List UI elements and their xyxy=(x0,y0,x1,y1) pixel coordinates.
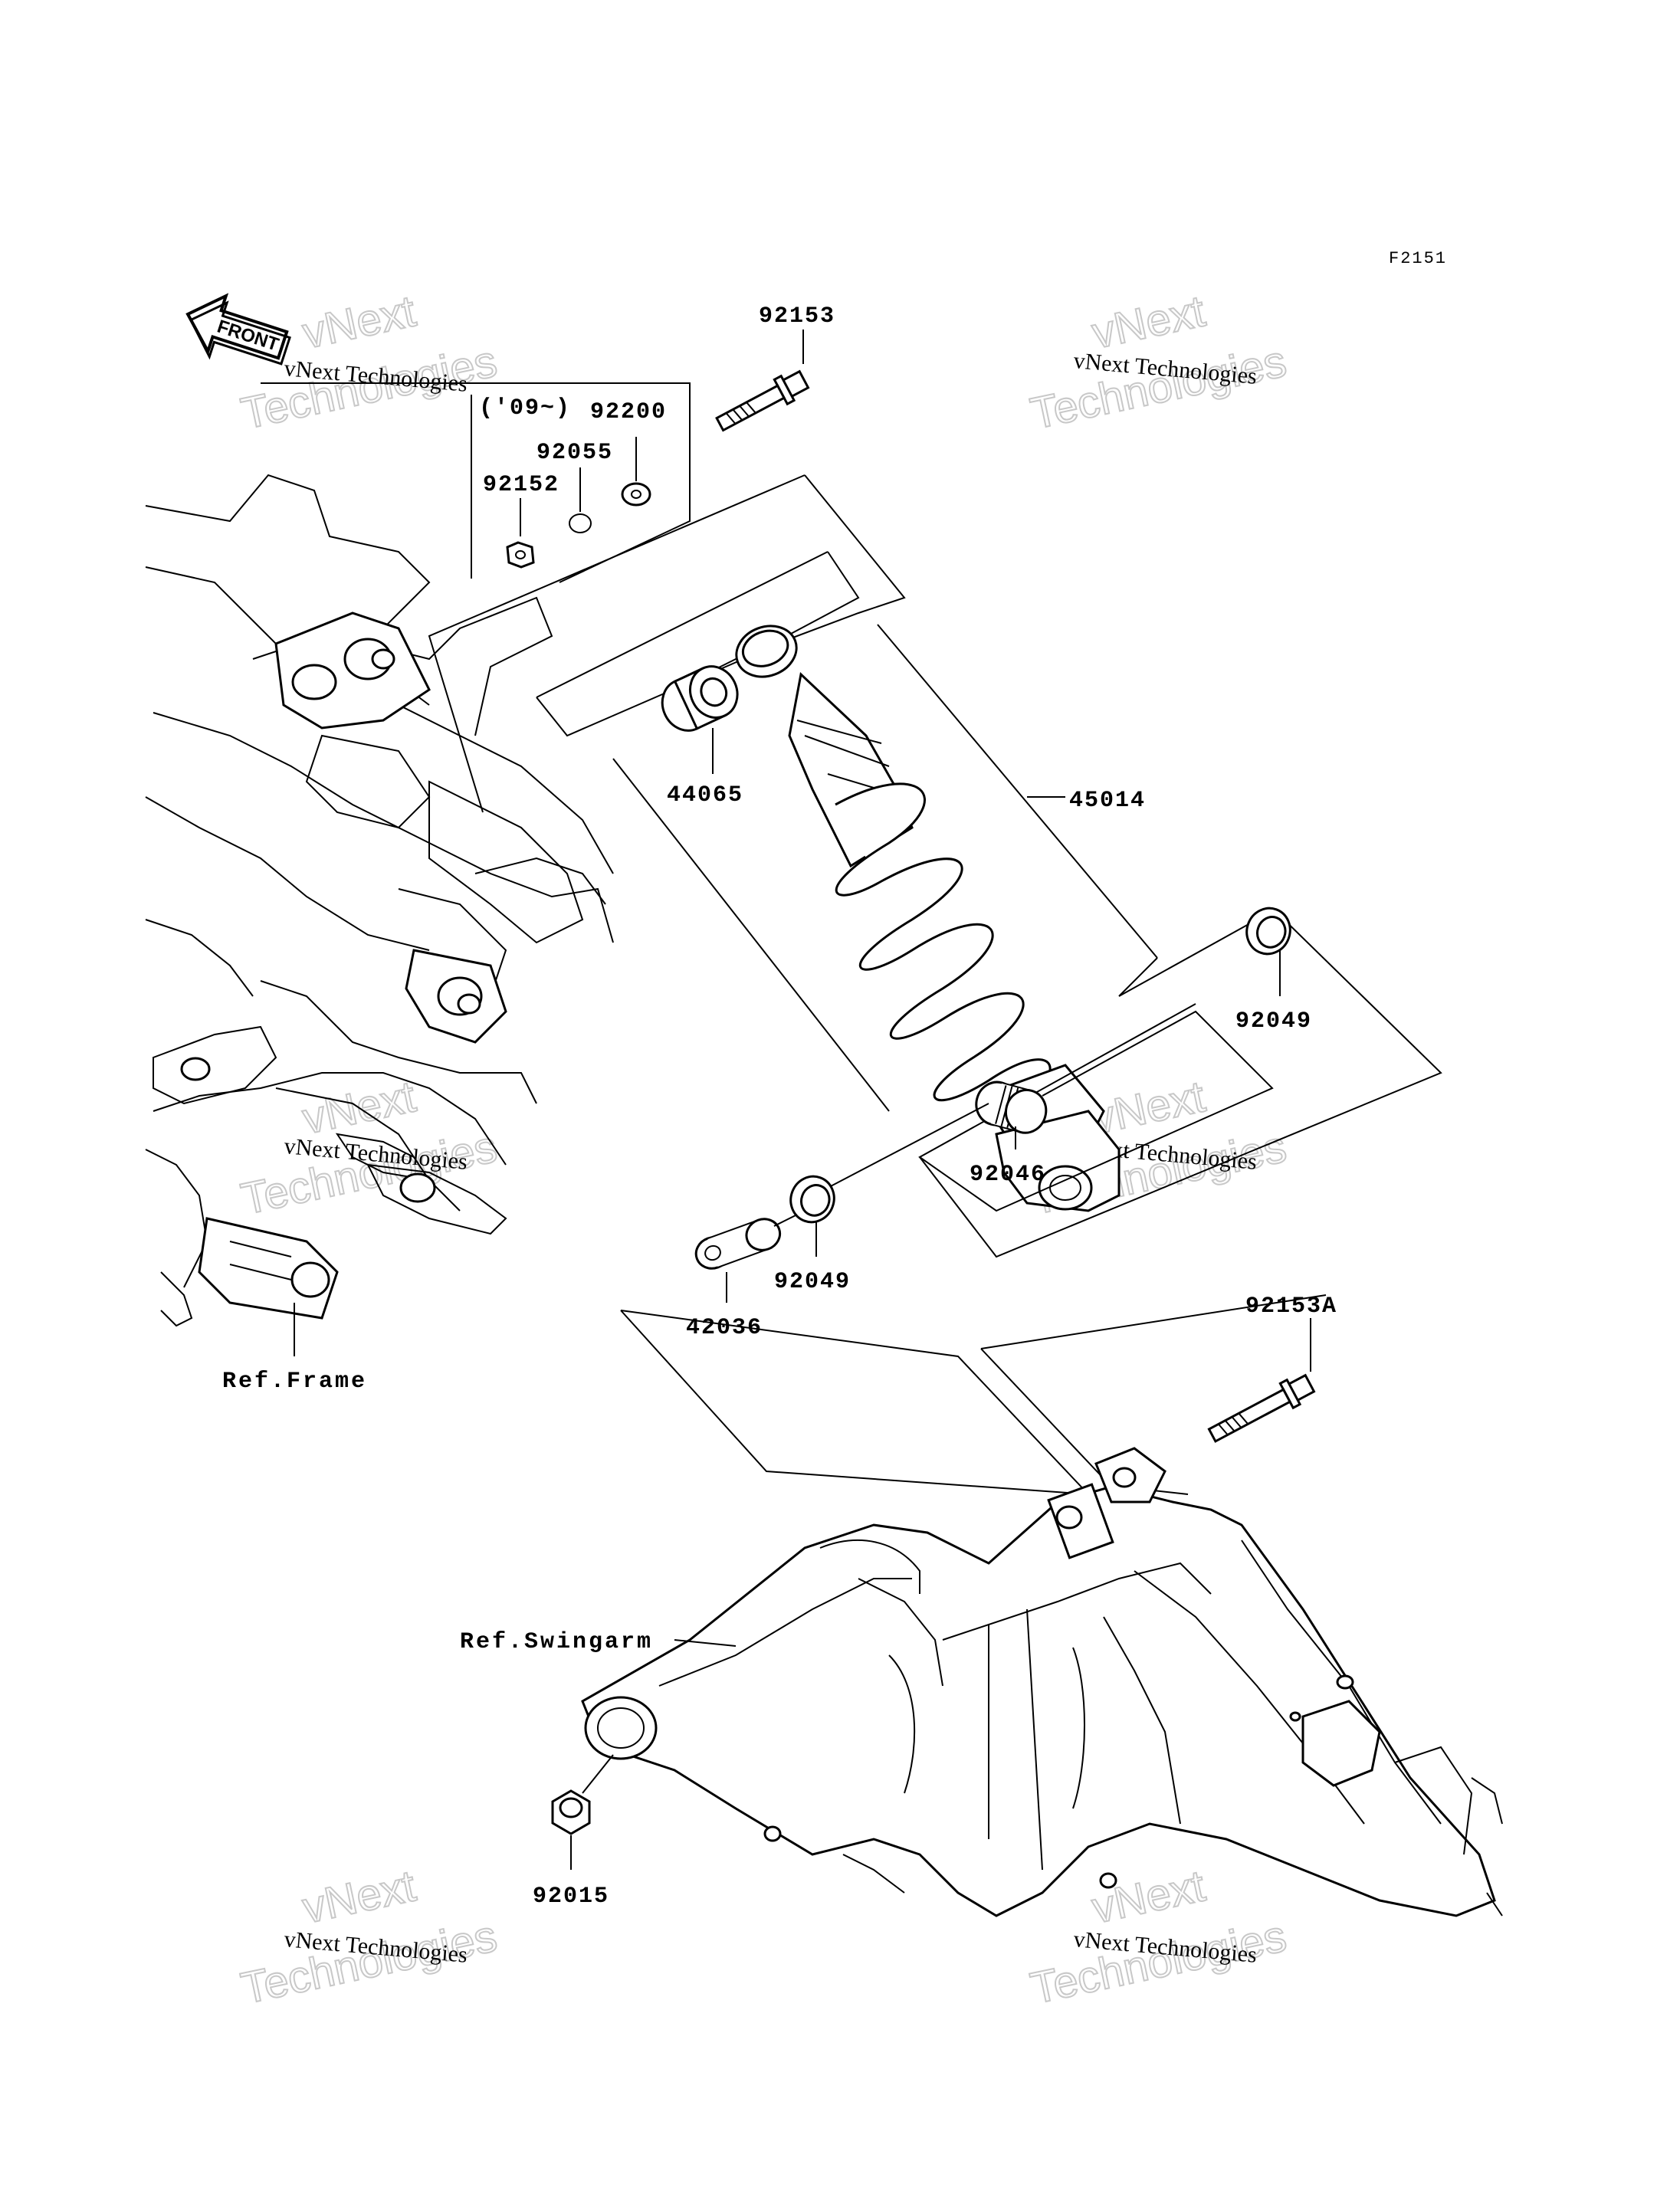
collar-42036-icon xyxy=(694,1218,782,1270)
figure-code: F2151 xyxy=(1389,249,1447,268)
ref-swingarm-label: Ref.Swingarm xyxy=(460,1629,653,1655)
label-92046: 92046 xyxy=(970,1162,1046,1188)
label-92153A: 92153A xyxy=(1245,1294,1337,1320)
svg-text:vNext: vNext xyxy=(1088,1861,1209,1933)
nut-92015-icon xyxy=(551,1789,591,1835)
year-note-label: ('09~) xyxy=(479,395,571,421)
lower-mount-axis xyxy=(827,1103,989,1189)
bushing-44065-icon xyxy=(661,665,739,732)
watermark-top-right: vNext Technologies vNext Technologies xyxy=(1025,285,1291,439)
shock-outline-a xyxy=(877,624,1158,959)
frame-drawing xyxy=(145,474,614,1327)
washer-92200-icon xyxy=(621,482,651,507)
svg-text:vNext: vNext xyxy=(298,286,420,358)
lower-mount-leader xyxy=(1118,919,1258,997)
swingarm-link-box-2 xyxy=(980,1294,1327,1487)
bolt-92153-icon xyxy=(715,369,810,432)
watermark-bottom-left: vNext Technologies vNext Technologies xyxy=(236,1860,502,2014)
seal-92049-top-icon xyxy=(1245,907,1291,956)
watermark-mid-left: vNext Technologies vNext Technologies xyxy=(236,1071,502,1225)
lower-box-right xyxy=(918,1003,1274,1212)
lower-box-left-edge xyxy=(612,758,890,1112)
bolt-92153A-icon xyxy=(1207,1373,1316,1443)
watermark-bottom-right: vNext Technologies vNext Technologies xyxy=(1025,1860,1291,2014)
lower-outer-box xyxy=(919,907,1442,1258)
label-92055: 92055 xyxy=(536,440,613,466)
bearing-92046-icon xyxy=(975,1080,1048,1134)
nut-92015-axis xyxy=(582,1754,614,1794)
nut-92152-icon xyxy=(506,541,535,569)
upper-mount-leader-b xyxy=(428,474,806,813)
label-92152: 92152 xyxy=(483,472,559,498)
oring-92055-icon xyxy=(569,513,592,533)
label-44065: 44065 xyxy=(667,782,743,808)
collar-axis xyxy=(773,1214,798,1227)
inner-box-top xyxy=(536,551,829,698)
shock-absorber-45014-icon xyxy=(735,625,1121,1212)
shock-outline-b xyxy=(1118,957,1158,997)
svg-text:vNext: vNext xyxy=(1088,286,1209,358)
label-92153: 92153 xyxy=(759,303,835,330)
label-92015: 92015 xyxy=(533,1884,609,1910)
label-92049-top: 92049 xyxy=(1235,1008,1312,1035)
swingarm-drawing xyxy=(581,1447,1503,1917)
svg-text:vNext: vNext xyxy=(298,1861,420,1933)
swingarm-ref-leader xyxy=(674,1639,737,1647)
ref-frame-label: Ref.Frame xyxy=(222,1369,367,1395)
label-92200: 92200 xyxy=(590,399,667,425)
label-92049-bottom: 92049 xyxy=(774,1269,851,1295)
seal-92049-bottom-icon xyxy=(789,1175,835,1224)
front-arrow-icon: FRONT xyxy=(185,293,291,366)
label-45014: 45014 xyxy=(1069,788,1146,814)
